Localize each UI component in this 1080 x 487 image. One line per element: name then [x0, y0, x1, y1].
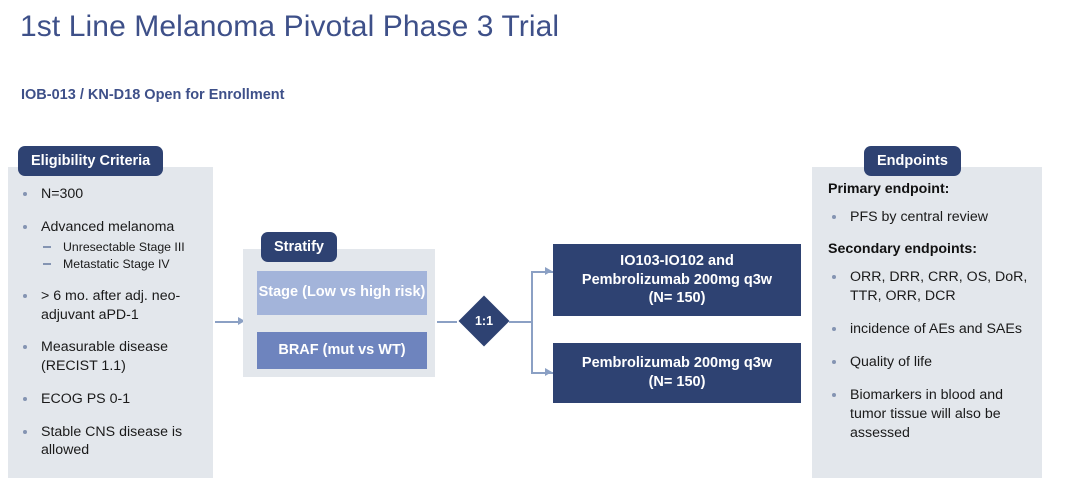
treatment-arm-line: Pembrolizumab 200mg q3w: [581, 355, 773, 372]
endpoints-header: Endpoints: [864, 146, 961, 176]
page-title: 1st Line Melanoma Pivotal Phase 3 Trial: [20, 10, 560, 43]
sub-list: Unresectable Stage III Metastatic Stage …: [41, 239, 207, 272]
list-item-label: > 6 mo. after adj. neo-adjuvant aPD-1: [41, 287, 181, 323]
list-item: Biomarkers in blood and tumor tissue wil…: [828, 386, 1034, 443]
list-item: N=300: [18, 185, 207, 204]
arrowhead-icon: [545, 368, 552, 376]
list-item-label: ECOG PS 0-1: [41, 390, 131, 407]
list-item: Advanced melanoma Unresectable Stage III…: [18, 218, 207, 273]
list-item-label: ORR, DRR, CRR, OS, DoR, TTR, ORR, DCR: [850, 269, 1028, 305]
treatment-arm-line: Pembrolizumab 200mg q3w: [581, 271, 773, 288]
list-item: > 6 mo. after adj. neo-adjuvant aPD-1: [18, 287, 207, 324]
connector-stratify-to-randomization: [437, 321, 457, 323]
endpoints-panel: [812, 167, 1042, 478]
bullet-icon: [832, 327, 836, 332]
bullet-icon: [23, 192, 27, 196]
list-item: Stable CNS disease is allowed: [18, 423, 207, 460]
connector-eligibility-to-stratify: [215, 321, 239, 323]
sub-list-item: Metastatic Stage IV: [41, 256, 207, 273]
randomization-diamond: 1:1: [458, 295, 510, 347]
list-item-label: Stable CNS disease is allowed: [41, 423, 183, 459]
randomization-ratio-label: 1:1: [474, 314, 494, 328]
treatment-arm-control: Pembrolizumab 200mg q3w (N= 150): [553, 343, 801, 403]
list-item: incidence of AEs and SAEs: [828, 320, 1034, 339]
list-item-label: PFS by central review: [850, 209, 988, 225]
list-item-label: Measurable disease (RECIST 1.1): [41, 339, 168, 375]
bullet-icon: [832, 393, 836, 398]
treatment-arm-size: (N= 150): [648, 374, 706, 390]
eligibility-criteria-header: Eligibility Criteria: [18, 146, 164, 176]
list-item: Quality of life: [828, 353, 1034, 372]
bullet-icon: [23, 345, 27, 350]
list-item: ECOG PS 0-1: [18, 390, 207, 409]
bullet-icon: [23, 293, 27, 298]
sub-list-item-label: Metastatic Stage IV: [63, 257, 170, 272]
secondary-endpoints-heading: Secondary endpoints:: [828, 241, 977, 258]
treatment-arm-line: IO103-IO102 and: [620, 252, 734, 269]
dash-icon: [43, 263, 51, 265]
bullet-icon: [832, 215, 836, 219]
eligibility-criteria-panel: [8, 167, 213, 478]
list-item: ORR, DRR, CRR, OS, DoR, TTR, ORR, DCR: [828, 268, 1034, 306]
stratify-header: Stratify: [261, 232, 337, 262]
bullet-icon: [832, 360, 836, 365]
list-item-label: Advanced melanoma: [41, 218, 175, 235]
treatment-arm-size: (N= 150): [648, 290, 706, 307]
stratification-factor-braf: BRAF (mut vs WT): [257, 332, 427, 369]
bullet-icon: [23, 429, 27, 434]
connector-randomization-riser: [531, 271, 533, 374]
arrowhead-icon: [238, 317, 245, 325]
dash-icon: [43, 246, 51, 248]
primary-endpoint-heading: Primary endpoint:: [828, 181, 950, 197]
connector-randomization-stub: [509, 321, 533, 323]
sub-list-item-label: Unresectable Stage III: [63, 240, 185, 255]
treatment-arm-experimental: IO103-IO102 and Pembrolizumab 200mg q3w …: [553, 244, 801, 316]
list-item: Measurable disease (RECIST 1.1): [18, 338, 207, 375]
list-item-label: Biomarkers in blood and tumor tissue wil…: [850, 387, 1003, 442]
sub-list-item: Unresectable Stage III: [41, 239, 207, 256]
list-item-label: incidence of AEs and SAEs: [850, 321, 1022, 338]
bullet-icon: [23, 224, 27, 229]
stratification-factor-stage: Stage (Low vs high risk): [257, 271, 427, 315]
list-item-label: N=300: [41, 186, 84, 202]
bullet-icon: [23, 396, 27, 401]
list-item: PFS by central review: [828, 208, 1034, 227]
bullet-icon: [832, 275, 836, 280]
list-item-label: Quality of life: [850, 354, 933, 371]
eligibility-criteria-list: N=300 Advanced melanoma Unresectable Sta…: [8, 185, 213, 474]
arrowhead-icon: [545, 267, 552, 275]
endpoints-list: Primary endpoint: PFS by central review …: [812, 181, 1042, 457]
page-subtitle: IOB-013 / KN-D18 Open for Enrollment: [21, 87, 285, 103]
